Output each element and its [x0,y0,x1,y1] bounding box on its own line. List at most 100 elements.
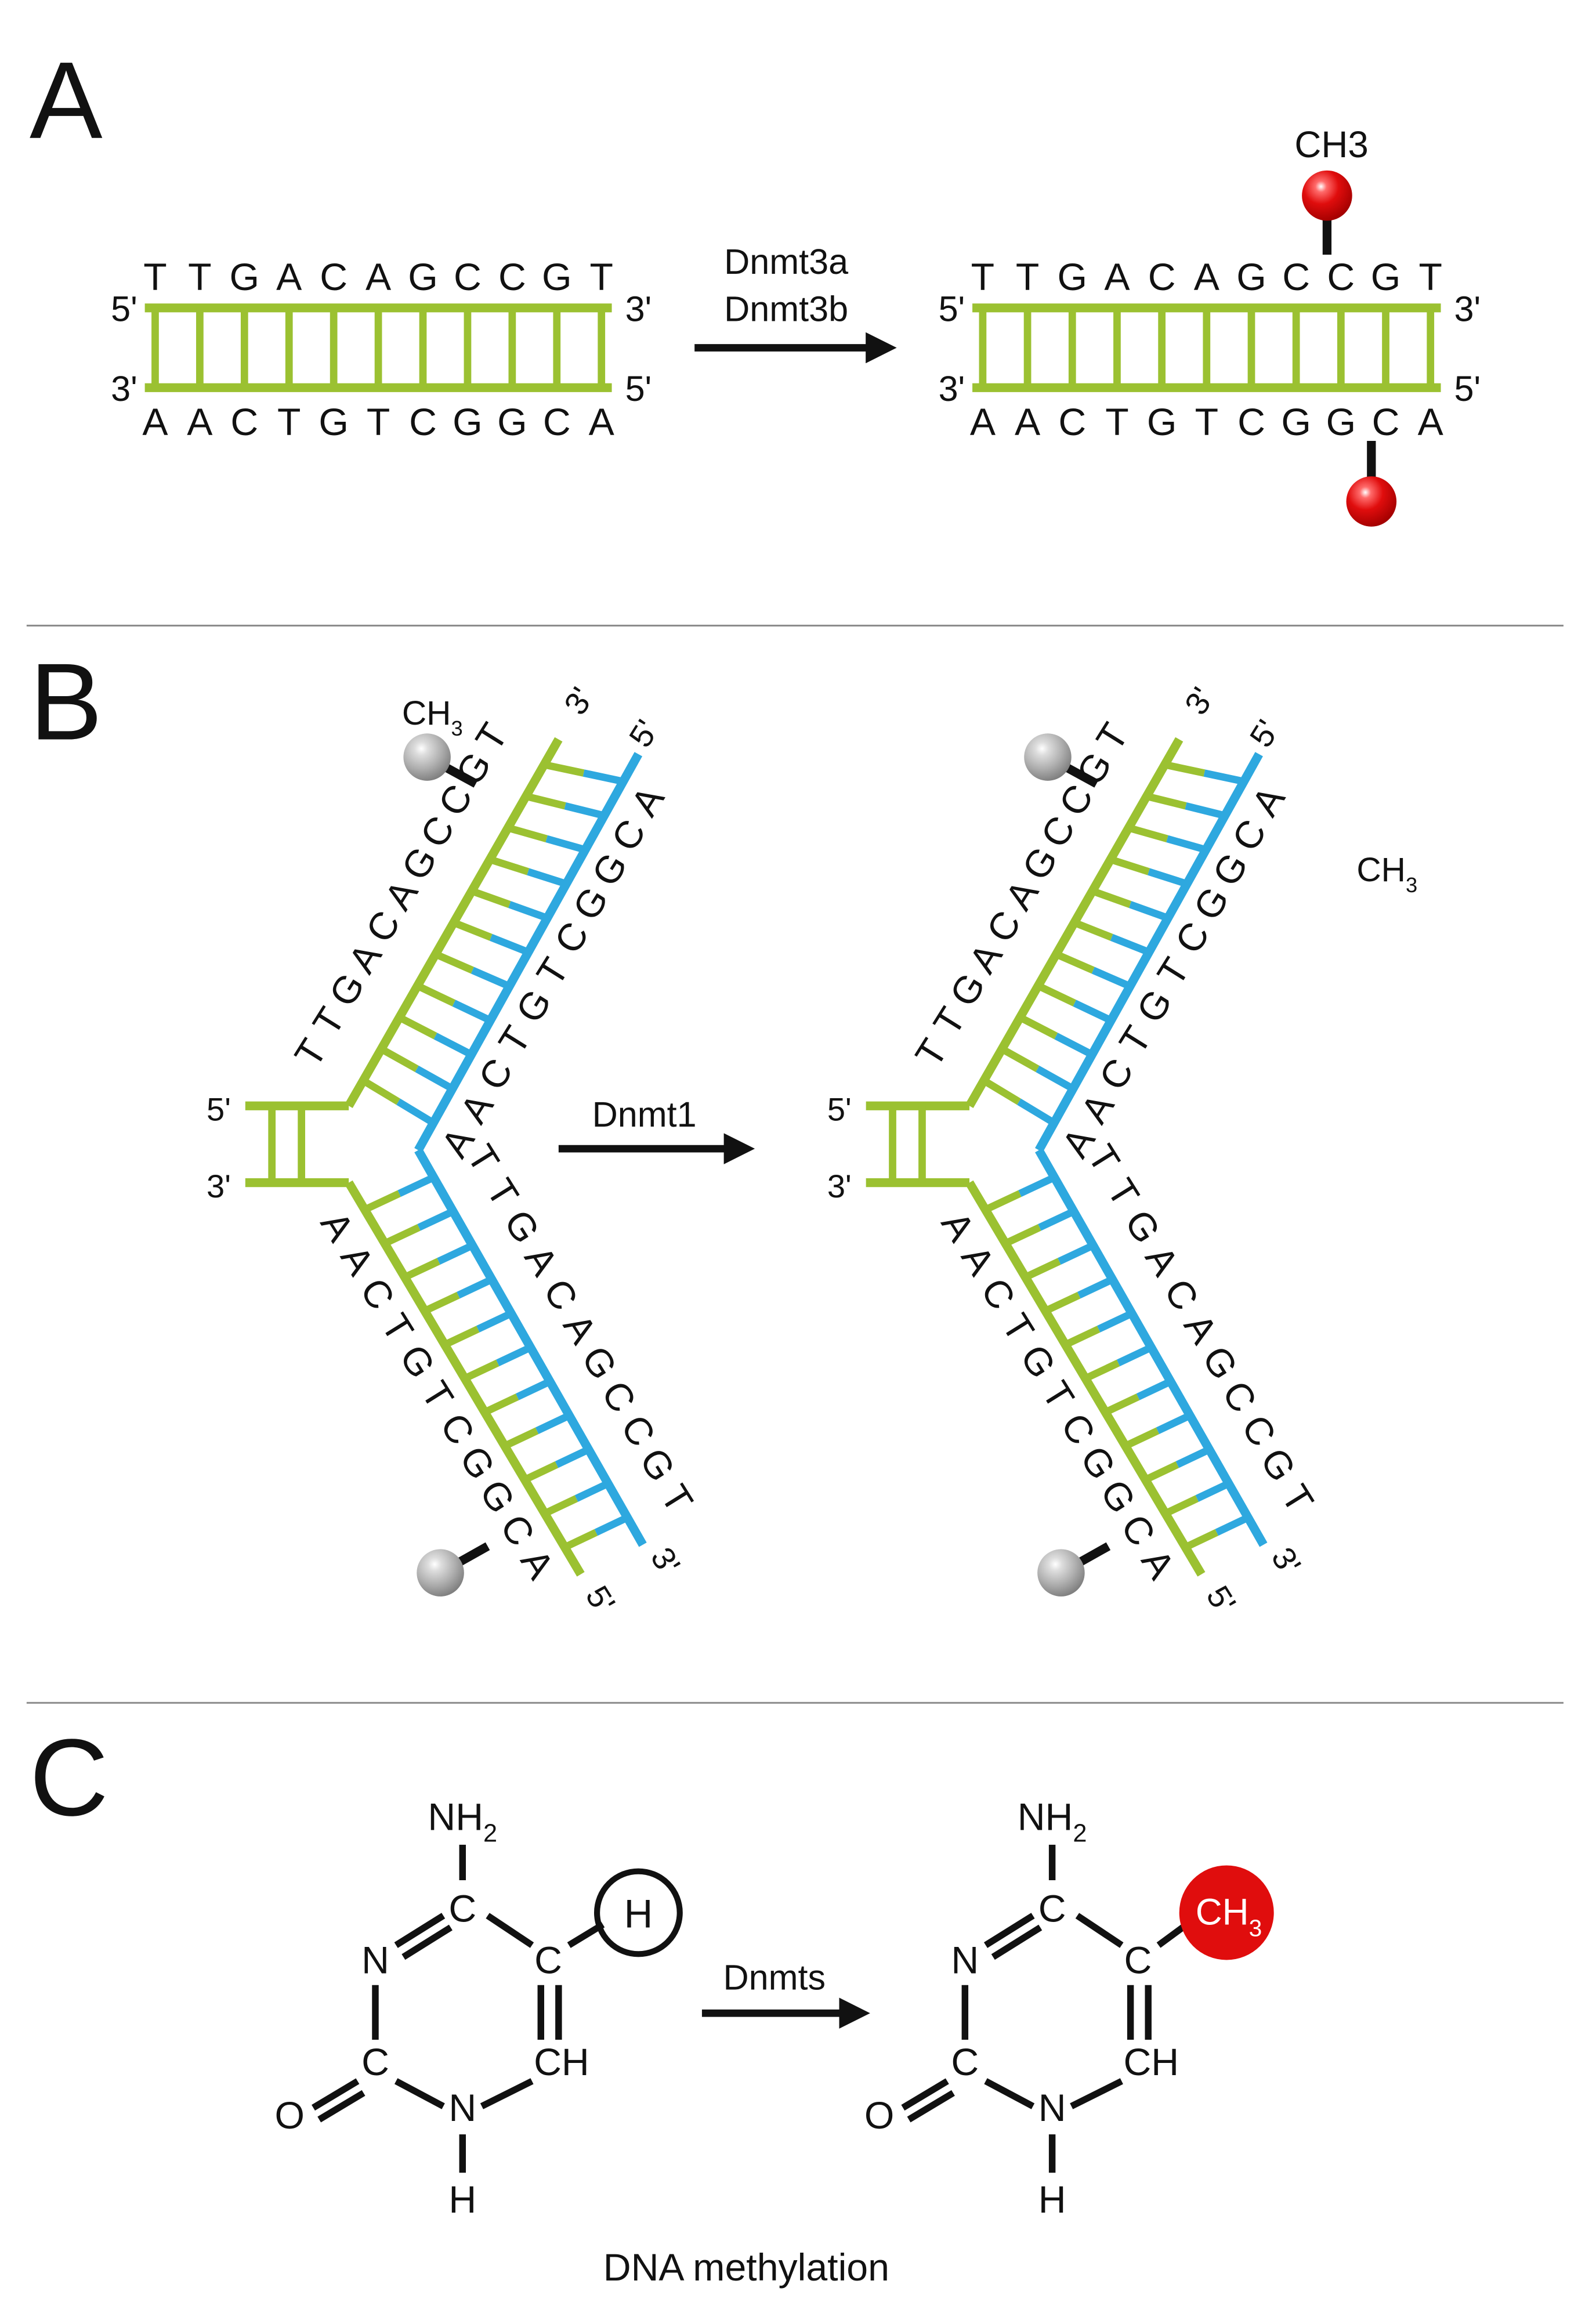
lower-rung-blue [1116,1344,1153,1367]
gray-methyl-lower-icon [1037,1549,1085,1597]
upper-green-base: T [907,1032,956,1075]
top-base-letter: G [1371,256,1401,299]
upper-rung-green [1073,919,1113,941]
end-label: 3' [111,369,137,408]
upper-rung-blue [433,1033,473,1058]
lower-rung-blue [417,1208,455,1231]
c4-label: C [448,1887,476,1930]
upper-rung-blue [1017,1098,1056,1126]
upper-rung-green [1018,1014,1058,1040]
upper-blue-base: A [623,779,674,823]
lower-green-base: T [412,1374,461,1417]
upper-blue-base: C [1091,1051,1142,1098]
upper-rung-blue [1110,933,1150,956]
end-label: 5' [1454,369,1481,408]
bottom-base-letter: T [1105,401,1128,444]
lower-rung-blue [1018,1174,1056,1197]
upper-rung-blue [1203,769,1245,785]
lower-green-base: G [471,1472,523,1521]
gray-methyl-lower-icon [417,1549,464,1597]
c2-label: C [361,2041,389,2084]
lower-blue-base: T [1099,1171,1148,1214]
top-base-letter: T [1016,256,1039,299]
end-label: 3' [1454,289,1481,329]
top-base-letter: A [365,256,392,299]
lower-rung-green [983,1190,1022,1213]
bottom-base-letter: C [1372,401,1400,444]
lower-blue-base: G [1194,1339,1246,1387]
end-label: 3' [939,369,965,408]
top-base-letter: A [1194,256,1220,299]
lower-green-base: G [391,1338,443,1386]
lower-green-base: A [933,1204,983,1249]
bottom-base-letter: C [543,401,571,444]
upper-rung-blue [471,966,511,990]
n1-label: N [448,2087,476,2130]
upper-rung-blue [489,933,530,956]
upper-rung-blue [396,1098,436,1126]
lower-rung-green [363,1190,401,1213]
lower-blue-base: G [631,1441,683,1489]
gray-methyl-upper-icon [403,733,451,781]
top-base-letter: G [542,256,572,299]
upper-blue-base: C [547,915,598,961]
top-base-letter: A [276,256,302,299]
upper-rung-green [1036,982,1076,1007]
top-base-letter: C [498,256,526,299]
lower-rung-green [1044,1291,1081,1315]
c2-label: C [951,2041,979,2084]
lower-rung-blue [594,1514,629,1536]
lower-rung-blue [1077,1276,1114,1299]
top-base-letter: T [188,256,211,299]
upper-rung-blue [1091,966,1132,990]
b-ch3-label: CH3 [402,694,463,740]
bond-c4-c5 [1075,1913,1124,1948]
lower-rung-green [403,1258,440,1281]
amine-label: NH2 [1018,1796,1087,1847]
lower-green-base: T [993,1306,1042,1349]
top-base-letter: T [143,256,167,299]
lower-rung-blue [535,1412,571,1434]
c-enzyme-label: Dnmts [723,1957,826,1997]
lower-blue-base: A [516,1239,567,1283]
lower-rung-green [503,1427,539,1450]
hydrogen-circle-icon [593,1868,683,1957]
lower-green-base: G [1012,1338,1064,1386]
panel-b-letter: B [30,640,103,762]
b-ch3-label-right: CH3 [1356,851,1417,897]
bottom-base-letter: C [230,401,258,444]
lower-rung-green [383,1224,421,1247]
lower-daughter-strand [1035,1147,1268,1547]
lower-rung-blue [1136,1378,1172,1400]
b-ch3-label-sub: 3 [451,716,462,740]
fork-end-label: 5' [207,1091,231,1128]
lower-green-base: C [1052,1406,1103,1453]
top-base-letter: T [971,256,994,299]
upper-rung-blue [1128,901,1170,922]
upper-rung-blue [1036,1065,1075,1092]
lower-rung-green [1103,1393,1140,1416]
lower-rung-green [563,1529,598,1551]
lower-rung-blue [457,1276,494,1299]
upper-rung-green [543,761,585,777]
lower-blue-base: C [535,1272,586,1318]
lower-green-base: A [1133,1542,1184,1587]
upper-blue-base: A [1073,1086,1123,1131]
amine-main: NH [1018,1796,1073,1838]
lower-blue-base: T [652,1478,701,1521]
lower-blue-base: G [495,1203,548,1251]
bottom-base-letter: C [1237,401,1265,444]
upper-rung-green [379,1045,419,1072]
bottom-base-letter: A [187,401,213,444]
bottom-base-letter: A [970,401,996,444]
bottom-base-letter: T [1195,401,1218,444]
arm-end-label: 5' [1199,1579,1243,1619]
upper-rung-blue [564,802,606,820]
lower-rung-blue [1175,1446,1211,1468]
top-base-letter: C [454,256,482,299]
lower-green-base: G [1092,1472,1144,1521]
bottom-base-letter: G [453,401,483,444]
